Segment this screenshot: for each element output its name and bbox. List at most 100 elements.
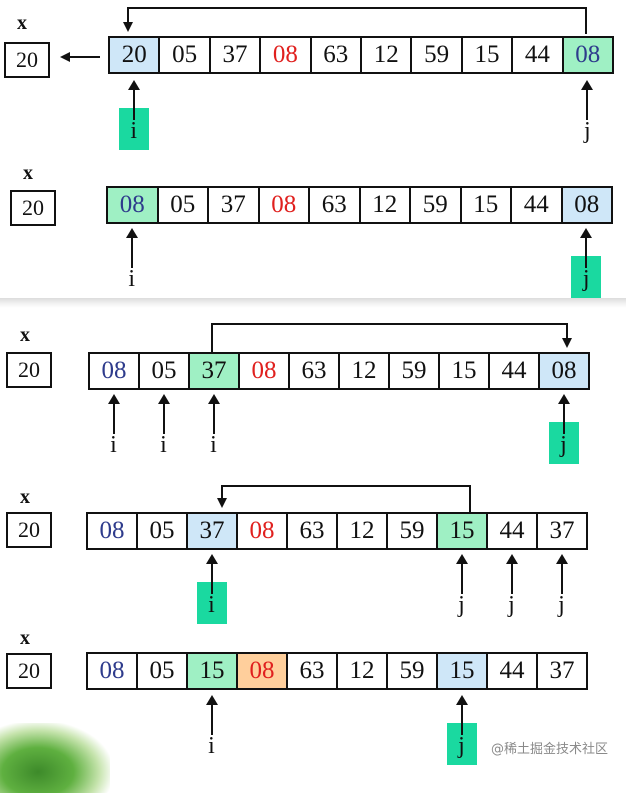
up-arrow-icon (127, 80, 140, 120)
x-variable-box: 20 (10, 190, 56, 226)
array-cell-1: 05 (138, 352, 190, 390)
pointer-label: j (560, 432, 567, 458)
array-cell-3: 08 (259, 36, 312, 74)
array-cell-6: 59 (410, 36, 463, 74)
pointer-i: i (196, 554, 227, 624)
x-label: x (20, 627, 30, 649)
array-cell-8: 44 (510, 186, 563, 224)
array-cell-6: 59 (386, 652, 438, 690)
pointer-label: j (458, 733, 465, 759)
array-cell-9: 08 (560, 186, 613, 224)
up-arrow-icon (107, 394, 120, 434)
separator (0, 298, 626, 308)
pointer-j: j (571, 228, 602, 298)
pointer-i: i (117, 228, 147, 292)
pointer-i: i (199, 394, 229, 458)
array-cell-9: 08 (561, 36, 614, 74)
array-cell-4: 63 (288, 352, 340, 390)
up-arrow-icon (157, 394, 170, 434)
array-cell-7: 15 (459, 186, 512, 224)
up-arrow-icon (580, 228, 593, 268)
array-cell-8: 44 (488, 352, 540, 390)
pointer-label: i (208, 733, 215, 759)
array-cell-2: 37 (208, 36, 262, 74)
up-arrow-icon (205, 554, 218, 594)
array-cell-2: 37 (188, 352, 240, 390)
array-cell-9: 08 (538, 352, 590, 390)
array-cell-4: 63 (286, 512, 338, 550)
array-cell-2: 37 (186, 512, 238, 550)
pointer-label: j (583, 118, 591, 144)
array-cell-3: 08 (238, 352, 290, 390)
pointer-label: i (160, 432, 167, 458)
pointer-label: i (128, 266, 136, 292)
pointer-i: i (99, 394, 129, 458)
up-arrow-icon (555, 554, 568, 594)
array-cell-5: 12 (336, 512, 388, 550)
array-cell-0: 08 (86, 652, 138, 690)
pointer-label: j (582, 266, 590, 292)
pointer-j: j (446, 695, 477, 765)
array-cell-1: 05 (156, 186, 209, 224)
up-arrow-icon (455, 554, 468, 594)
array-cell-0: 20 (108, 36, 161, 74)
pointer-label: i (110, 432, 117, 458)
array-cell-8: 44 (511, 36, 564, 74)
watermark: @稀土掘金技术社区 (490, 742, 608, 757)
pointer-label: i (208, 592, 215, 618)
pointer-i: i (149, 394, 179, 458)
pointer-i: i (197, 695, 227, 759)
array-cell-7: 15 (436, 652, 488, 690)
array-cell-4: 63 (286, 652, 338, 690)
array-cell-0: 08 (86, 512, 138, 550)
x-variable-box: 20 (6, 352, 52, 388)
x-label: x (20, 486, 30, 508)
x-label: x (20, 324, 30, 346)
pointer-j: j (447, 554, 477, 618)
array-cell-5: 12 (338, 352, 390, 390)
array-cell-5: 12 (360, 36, 413, 74)
x-label: x (17, 12, 27, 34)
array-cell-6: 59 (388, 352, 440, 390)
up-arrow-icon (125, 228, 138, 268)
up-arrow-icon (505, 554, 518, 594)
pointer-i: i (118, 80, 149, 150)
x-variable-box: 20 (6, 653, 52, 689)
x-variable-box: 20 (6, 512, 52, 548)
array-cell-0: 08 (106, 186, 159, 224)
pointer-label: j (458, 592, 465, 618)
array-cell-7: 15 (438, 352, 490, 390)
pointer-label: i (210, 432, 217, 458)
pointer-j: j (572, 80, 602, 144)
up-arrow-icon (455, 695, 468, 735)
array-cell-2: 15 (186, 652, 238, 690)
array-cell-1: 05 (136, 652, 188, 690)
array-cell-9: 37 (536, 512, 588, 550)
array-cell-0: 08 (88, 352, 140, 390)
pointer-j: j (497, 554, 527, 618)
array-cell-7: 15 (460, 36, 514, 74)
pointer-label: j (508, 592, 515, 618)
x-variable-box: 20 (4, 42, 50, 78)
pointer-label: j (558, 592, 565, 618)
move-arrow (217, 485, 471, 512)
array-cell-5: 12 (336, 652, 388, 690)
array-cell-8: 44 (486, 652, 538, 690)
array-cell-1: 05 (136, 512, 188, 550)
array-cell-5: 12 (358, 186, 411, 224)
array-cell-1: 05 (158, 36, 211, 74)
up-arrow-icon (207, 394, 220, 434)
array-cell-4: 63 (309, 36, 362, 74)
move-arrows (60, 7, 587, 62)
array-cell-9: 37 (536, 652, 588, 690)
leaf-decoration (0, 723, 110, 793)
move-arrow (211, 323, 572, 352)
pointer-j: j (547, 554, 577, 618)
array-cell-6: 59 (409, 186, 462, 224)
x-label: x (23, 162, 33, 184)
